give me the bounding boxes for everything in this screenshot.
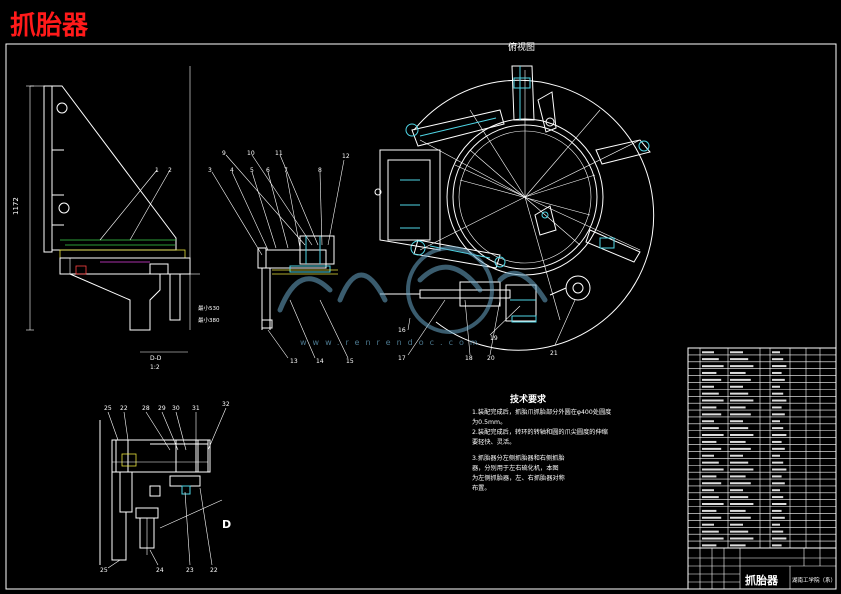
view-letter-d: D [222,518,231,531]
tech-req-line-6: 器，分别用于左右硫化机，本图 [472,464,559,472]
part-number-15: 15 [346,358,354,365]
part-number-31: 31 [192,405,200,412]
part-number-22b: 22 [210,567,218,574]
part-number-3: 3 [208,167,212,174]
part-number-23: 23 [186,567,194,574]
tech-req-line-4: 要轻快、灵活。 [472,438,515,446]
part-number-29: 29 [158,405,166,412]
part-number-19: 19 [490,335,498,342]
drawing-frame [5,43,837,590]
part-number-14: 14 [316,358,324,365]
part-number-13: 13 [290,358,298,365]
part-number-17: 17 [398,355,406,362]
tech-req-line-2: 为0.5mm。 [472,418,506,426]
top-view: 俯视图 [374,41,655,362]
tech-req-line-1: 1.装配完成后，抓胎爪抓胎部分外圆在φ400处圆度 [472,408,611,416]
tech-req-line-7: 为左侧抓胎器，左、右抓胎器对称 [472,474,565,482]
part-number-5: 5 [250,167,254,174]
title-block-unit: 湖南工学院（系） [792,576,836,584]
part-number-12: 12 [342,153,350,160]
part-number-22a: 22 [120,405,128,412]
section-detail-view: 25 22 28 29 30 31 32 25 [99,401,231,574]
part-number-18: 18 [465,355,473,362]
part-number-28: 28 [142,405,150,412]
technical-requirements: 技术要求 1.装配完成后，抓胎爪抓胎部分外圆在φ400处圆度 为0.5mm。 2… [472,393,611,492]
tech-req-line-3: 2.装配完成后，转环的转轴和圆的爪尖圆度的伸缩 [472,428,608,436]
part-number-8: 8 [318,167,322,174]
title-block: 抓胎器 湖南工学院（系） [687,547,837,590]
watermark-text: www.renrendoc.com [300,338,484,347]
parts-list-table [687,347,837,549]
part-number-9: 9 [222,150,226,157]
part-number-24: 24 [156,567,164,574]
part-number-20: 20 [487,355,495,362]
section-scale: 1:2 [150,364,160,371]
watermark-logo: www.renrendoc.com [277,246,548,347]
part-number-10: 10 [247,150,255,157]
part-number-2: 2 [168,167,172,174]
left-side-view: 1172 最小530 最小380 1 2 [12,66,220,331]
part-number-4: 4 [230,167,234,174]
part-number-30: 30 [172,405,180,412]
section-label: D-D [150,355,162,362]
max-note: 最小380 [198,316,220,324]
title-block-name: 抓胎器 [745,573,779,587]
dimension-height: 1172 [12,197,20,215]
part-number-11: 11 [275,150,283,157]
drawing-title: 抓胎器 [10,10,89,41]
part-number-16: 16 [398,327,406,334]
top-view-label: 俯视图 [508,41,535,53]
min-note: 最小530 [198,304,220,312]
part-number-7: 7 [284,167,288,174]
part-number-1: 1 [155,167,159,174]
tech-req-line-5: 3.抓胎器分左侧抓胎器和右侧抓胎 [472,454,565,462]
tech-req-line-8: 布置。 [472,484,491,492]
part-number-25b: 25 [100,567,108,574]
part-number-32: 32 [222,401,230,408]
part-number-25a: 25 [104,405,112,412]
part-number-21: 21 [550,350,558,357]
part-number-6: 6 [266,167,270,174]
middle-assembly-view: 3 4 5 6 7 8 9 10 11 12 13 14 15 D-D 1:2 [140,150,354,371]
tech-req-heading: 技术要求 [510,393,547,405]
